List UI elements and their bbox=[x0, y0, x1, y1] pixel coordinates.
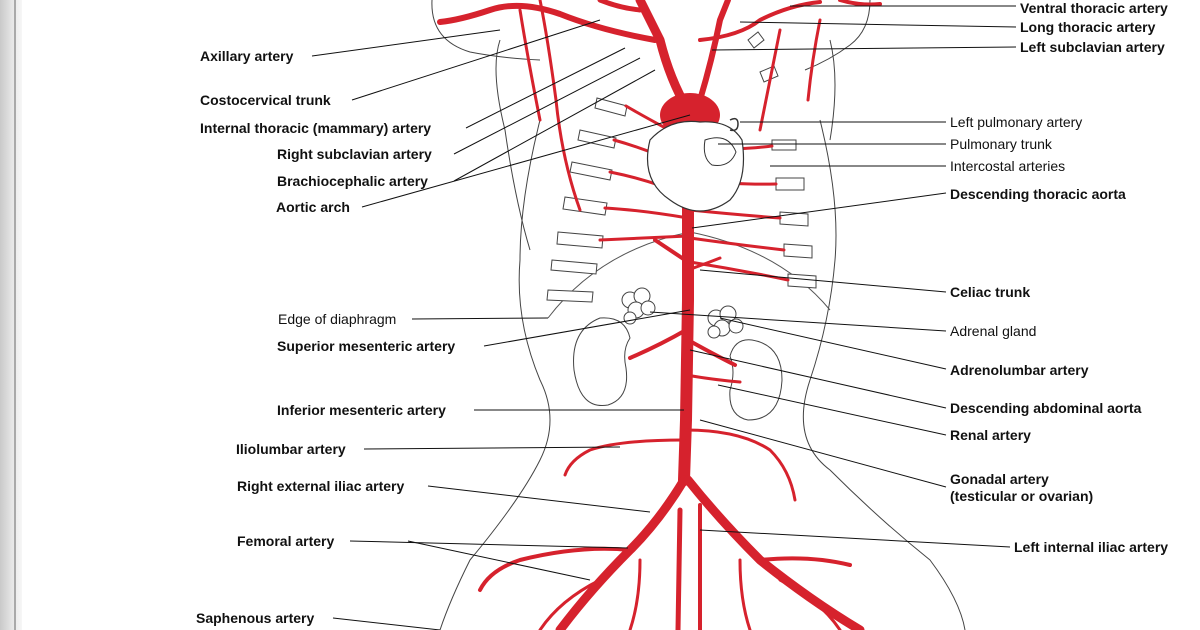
label-descending-thoracic-aorta: Descending thoracic aorta bbox=[950, 186, 1126, 202]
label-right-subclavian-artery: Right subclavian artery bbox=[277, 146, 432, 162]
label-renal-artery: Renal artery bbox=[950, 427, 1031, 443]
label-aortic-arch: Aortic arch bbox=[276, 199, 350, 215]
heart bbox=[646, 93, 745, 212]
left-subclavian-vessel bbox=[697, 0, 731, 103]
label-edge-of-diaphragm: Edge of diaphragm bbox=[278, 311, 397, 327]
label-pulmonary-trunk: Pulmonary trunk bbox=[950, 136, 1052, 152]
label-ventral-thoracic-artery: Ventral thoracic artery bbox=[1020, 0, 1168, 16]
label-gonadal-artery: Gonadal artery bbox=[950, 471, 1049, 487]
label-right-external-iliac-artery: Right external iliac artery bbox=[237, 478, 405, 494]
right-subclavian-vessel bbox=[437, 2, 658, 43]
body-outline bbox=[431, 0, 966, 630]
label-superior-mesenteric-artery: Superior mesenteric artery bbox=[277, 338, 456, 354]
label-internal-thoracic-artery: Internal thoracic (mammary) artery bbox=[200, 120, 432, 136]
label-descending-abdominal-aorta: Descending abdominal aorta bbox=[950, 400, 1142, 416]
label-axillary-artery: Axillary artery bbox=[200, 48, 294, 64]
label-intercostal-arteries: Intercostal arteries bbox=[950, 158, 1066, 174]
leader-lines bbox=[311, 5, 1017, 630]
kidneys bbox=[573, 317, 783, 421]
label-long-thoracic-artery: Long thoracic artery bbox=[1020, 19, 1156, 35]
label-left-subclavian-artery: Left subclavian artery bbox=[1020, 39, 1165, 55]
label-celiac-trunk: Celiac trunk bbox=[950, 284, 1031, 300]
adrenal-glands bbox=[621, 287, 744, 339]
right-iliac-vessel bbox=[555, 475, 689, 630]
label-gonadal-artery-sub: (testicular or ovarian) bbox=[950, 488, 1094, 504]
label-left-pulmonary-artery: Left pulmonary artery bbox=[950, 114, 1083, 130]
label-inferior-mesenteric-artery: Inferior mesenteric artery bbox=[277, 402, 446, 418]
label-iliolumbar-artery: Iliolumbar artery bbox=[236, 441, 346, 457]
label-femoral-artery: Femoral artery bbox=[237, 533, 335, 549]
label-adrenal-gland: Adrenal gland bbox=[950, 323, 1037, 339]
label-brachiocephalic-artery: Brachiocephalic artery bbox=[277, 173, 428, 189]
label-costocervical-trunk: Costocervical trunk bbox=[200, 92, 331, 108]
rib-stubs bbox=[546, 31, 817, 303]
aortic-arch-vessel bbox=[635, 0, 693, 115]
label-adrenolumbar-artery: Adrenolumbar artery bbox=[950, 362, 1089, 378]
page-binding-edge bbox=[0, 0, 22, 630]
left-iliac-vessel bbox=[683, 475, 865, 630]
label-left-internal-iliac-artery: Left internal iliac artery bbox=[1014, 539, 1169, 555]
label-saphenous-artery: Saphenous artery bbox=[196, 610, 315, 626]
